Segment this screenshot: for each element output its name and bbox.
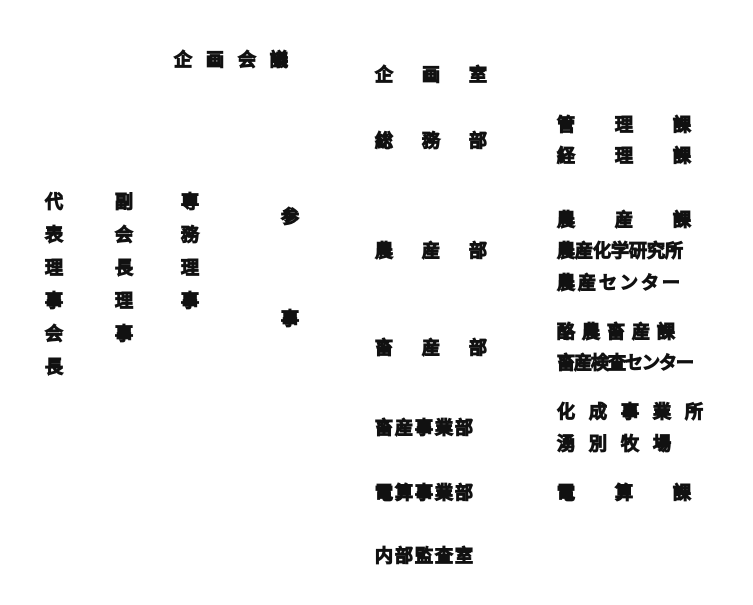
section-livestock-inspection-center: 畜産検査センター — [557, 353, 695, 374]
section-computing: 電算課 — [557, 483, 731, 504]
dept-general-affairs: 総務部 — [375, 131, 516, 152]
senior-managing-director: 専務理事 — [178, 192, 200, 325]
section-dairy-livestock: 酪農畜産課 — [557, 322, 682, 343]
section-agricultural-center: 農産センター — [557, 273, 683, 294]
vice-chairman: 副会長理事 — [112, 192, 134, 358]
representative-director: 代表理事会長 — [42, 192, 64, 391]
dept-agricultural-products: 農産部 — [375, 241, 516, 262]
section-agricultural-products: 農産課 — [557, 210, 731, 231]
section-agricultural-chemistry-lab: 農産化学研究所 — [557, 241, 684, 262]
section-management: 管理課 — [557, 115, 731, 136]
dept-internal-audit: 内部監査室 — [375, 546, 475, 567]
section-accounting: 経理課 — [557, 146, 731, 167]
counselor: 参事 — [278, 207, 300, 412]
section-chemical-plant: 化成事業所 — [557, 402, 717, 423]
section-yubetsu-ranch: 湧別牧場 — [557, 434, 685, 455]
dept-computing-business: 電算事業部 — [375, 483, 475, 504]
dept-planning-office: 企画室 — [375, 65, 516, 86]
planning-council: 企画会議 — [174, 50, 302, 71]
dept-livestock-business: 畜産事業部 — [375, 418, 475, 439]
dept-livestock: 畜産部 — [375, 338, 516, 359]
